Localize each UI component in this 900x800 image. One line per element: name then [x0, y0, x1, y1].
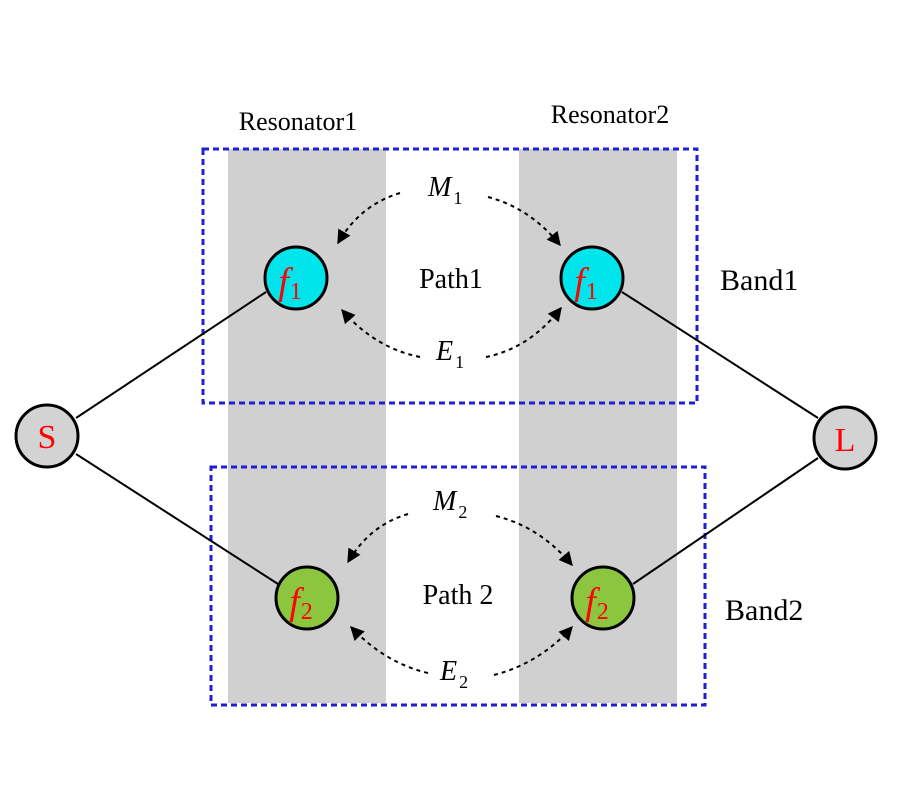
band1-electric-coupling-arrow-right [485, 306, 562, 358]
band2-resonator1-node: f2 [274, 565, 340, 631]
band2-label: Band2 [725, 594, 803, 627]
band1-to-load-line [621, 291, 819, 419]
resonator1-label: Resonator1 [239, 107, 357, 136]
band2-box [209, 465, 707, 707]
source-node: S [14, 403, 80, 469]
band1-path-label: Path1 [419, 264, 483, 295]
band1-resonator1-node: f1 [263, 245, 329, 311]
source-to-band2-line [75, 453, 279, 585]
source-label: S [38, 419, 57, 456]
band2-electric-coupling-arrow-right [493, 625, 573, 676]
band1-box [201, 147, 699, 405]
load-node: L [812, 405, 878, 471]
band2-magnetic-coupling-arrow-right [495, 515, 573, 567]
load-label: L [835, 422, 856, 459]
band1-magnetic-coupling-arrow-left [337, 192, 401, 245]
band1-magnetic-coupling-arrow-right [487, 196, 561, 247]
band2-path-label: Path 2 [423, 580, 494, 611]
resonator2-label: Resonator2 [551, 100, 669, 129]
band1-electric-coupling-arrow-left [341, 308, 421, 358]
band2-resonator2-node: f2 [570, 565, 636, 631]
band1-label: Band1 [720, 264, 798, 297]
band1-resonator2-node: f1 [559, 245, 625, 311]
band2-electric-coupling-arrow-left [350, 625, 429, 674]
source-to-band1-line [75, 291, 267, 419]
band2-to-load-line [632, 457, 819, 585]
